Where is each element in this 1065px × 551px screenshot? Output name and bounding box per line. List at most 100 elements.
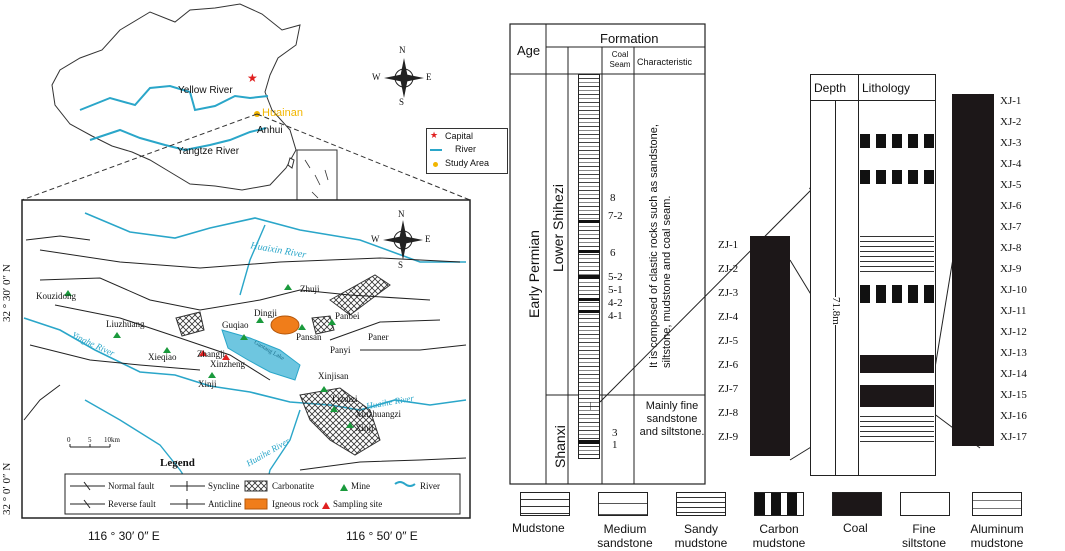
legend-river: River (455, 144, 477, 154)
legend-item: River (420, 481, 440, 491)
lake (221, 329, 301, 381)
mine-label: Xinjisan (318, 371, 349, 381)
litho-band-coal (860, 355, 934, 373)
lon-label-east: 116 ° 50′ 0″ E (346, 529, 418, 543)
swatch-sandy-mudstone (676, 492, 726, 516)
mine-label: Xinji (355, 423, 374, 433)
seam-label: 3 (612, 427, 618, 439)
location-maps: ★ (21, 3, 471, 519)
study-compass-w: W (371, 234, 380, 244)
compass-e: E (426, 72, 432, 82)
mine-label: Xinji (198, 379, 217, 389)
legend-item: Normal fault (108, 481, 155, 491)
xj-label: XJ-12 (1000, 326, 1027, 338)
xj-label: XJ-5 (1000, 179, 1022, 191)
xj-label: XJ-7 (1000, 221, 1022, 233)
mine-label: Xinzhuangzi (355, 409, 401, 419)
litho-band-coal (860, 385, 934, 407)
mine-markers (64, 284, 354, 428)
mine-label: Zhuji (300, 284, 320, 294)
mine-label: Lizuizi (332, 394, 358, 404)
compass-rose-icon (384, 58, 424, 98)
xj-label: XJ-17 (1000, 431, 1027, 443)
mine-label: Paner (368, 332, 389, 342)
capital-star-icon: ★ (247, 71, 258, 85)
header-age: Age (517, 43, 541, 58)
legend-mudstone: Mudstone (512, 521, 565, 535)
depth-value: 71.8m (830, 297, 842, 325)
seam-label: 5-2 (608, 271, 623, 283)
mine-label: Zhangji (197, 349, 225, 359)
legend-medium-sandstone: Medium sandstone (597, 522, 653, 550)
zj-label: ZJ-1 (718, 239, 739, 251)
legend-title: Legend (160, 457, 195, 469)
mine-label: Xieqiao (148, 352, 177, 362)
xj-label: XJ-11 (1000, 305, 1027, 317)
swatch-fine-siltstone (900, 492, 950, 516)
header-coal-seam: Coal Seam (609, 50, 631, 69)
strat-column-grid (509, 23, 706, 485)
zj-label: ZJ-2 (718, 263, 739, 275)
legend-capital: Capital (445, 131, 474, 141)
mine-label: Guqiao (222, 320, 249, 330)
xj-label: XJ-14 (1000, 368, 1027, 380)
xj-label: XJ-6 (1000, 200, 1022, 212)
yellow-river-label: Yellow River (178, 85, 233, 96)
litho-band-carbon (860, 285, 934, 303)
seam-label: 4-2 (608, 297, 623, 309)
xj-coal-column (952, 94, 994, 446)
zj-label: ZJ-7 (718, 383, 739, 395)
scale-mid: 5 (88, 436, 92, 444)
header-formation: Formation (600, 31, 659, 46)
litho-band-sandy (860, 232, 934, 272)
mine-label: Xinzheng (210, 359, 245, 369)
legend-item: Reverse fault (108, 499, 156, 509)
seam-label: 1 (612, 439, 618, 451)
legend-river-line (430, 149, 442, 151)
upper-formation-label: Lower Shihezi (550, 184, 566, 272)
study-compass-e: E (425, 234, 431, 244)
litho-band-carbon (860, 134, 934, 148)
legend-carbon-mudstone: Carbon mudstone (752, 522, 806, 550)
huainan-label: Huainan (262, 107, 303, 119)
swatch-coal (832, 492, 882, 516)
legend-fine-siltstone: Fine siltstone (901, 522, 947, 550)
south-china-sea-inset (296, 149, 338, 207)
zj-label: ZJ-5 (718, 335, 739, 347)
lithology-strip (578, 74, 600, 459)
yangtze-river-line (89, 127, 267, 152)
legend-item: Anticline (208, 499, 242, 509)
yangtze-river-label: Yangtze River (177, 146, 240, 157)
litho-band-sandy (860, 412, 934, 442)
lat-label-north: 32 ° 30′ 0″ N (1, 264, 13, 322)
era-label: Early Permian (526, 230, 542, 318)
legend-star-icon: ★ (430, 130, 439, 140)
xj-label: XJ-1 (1000, 95, 1022, 107)
compass-w: W (372, 72, 381, 82)
lower-formation-label: Shanxi (552, 425, 568, 468)
lon-label-west: 116 ° 30′ 0″ E (88, 529, 160, 543)
lithology-legend: Mudstone Medium sandstone Sandy mudstone… (510, 490, 1060, 550)
sampling-site-markers (199, 350, 230, 360)
scale-bar (69, 444, 111, 448)
yellow-river-line (79, 84, 269, 112)
seam-label: 5-1 (608, 284, 623, 296)
zj-label: ZJ-4 (718, 311, 739, 323)
legend-item: Igneous rock (272, 499, 319, 509)
lat-label-south: 32 ° 0′ 0″ N (1, 462, 13, 515)
legend-item: Syncline (208, 481, 240, 491)
zj-label: ZJ-3 (718, 287, 739, 299)
header-lithology: Lithology (862, 81, 911, 95)
mine-label: Panyi (330, 345, 351, 355)
legend-item: Mine (351, 481, 370, 491)
mine-label: Dingji (254, 308, 278, 318)
header-characteristic: Characteristic (637, 57, 693, 67)
igneous-rock-area (270, 315, 300, 335)
xj-label: XJ-16 (1000, 410, 1027, 422)
zj-label: ZJ-6 (718, 359, 739, 371)
seam-label: 4-1 (608, 310, 623, 322)
legend-study-area: Study Area (445, 158, 490, 168)
legend-item: Sampling site (333, 499, 383, 509)
zj-coal-column (750, 236, 790, 456)
swatch-carbon-mudstone (754, 492, 804, 516)
